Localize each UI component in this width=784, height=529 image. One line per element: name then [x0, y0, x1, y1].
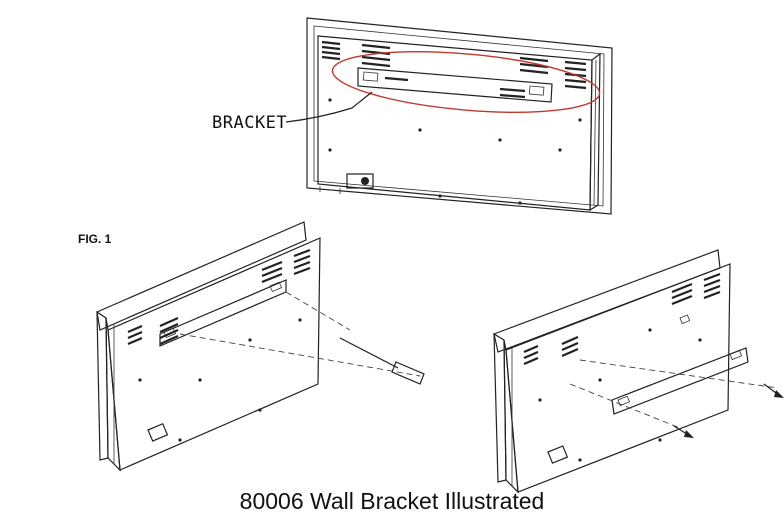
left-vents [127, 248, 311, 346]
screw-arrow-icon [774, 390, 784, 398]
bracket-highlight-ellipse [331, 51, 601, 113]
right-dashed-guide-lower [569, 383, 681, 429]
right-housing [505, 263, 731, 493]
screwdriver-shaft [339, 337, 399, 369]
top-outer-frame [306, 17, 613, 215]
top-vents [321, 40, 587, 90]
figure-label: FIG. 1 [78, 232, 112, 246]
left-fireplace-view [96, 221, 425, 472]
top-inner-frame [313, 25, 605, 207]
right-vents [523, 272, 721, 366]
bracket-leader-line [285, 91, 373, 123]
screw-arrow-icon [684, 430, 694, 438]
right-fireplace-view [493, 249, 784, 494]
right-top-edge [493, 249, 721, 353]
top-power-socket [346, 173, 374, 189]
top-side-panel [589, 52, 601, 212]
top-bracket [357, 67, 553, 103]
left-top-edge [96, 221, 307, 331]
right-dashed-guide-upper [579, 359, 779, 389]
left-power-socket [147, 422, 169, 442]
right-bracket [611, 347, 749, 415]
bracket-label: BRACKET [212, 113, 288, 133]
screwdriver-handle [391, 361, 425, 385]
top-fireplace-view [285, 17, 613, 215]
left-housing [107, 237, 321, 471]
diagram-caption: 80006 Wall Bracket Illustrated [239, 488, 545, 514]
left-bracket [159, 279, 287, 347]
right-power-socket [547, 445, 569, 464]
top-housing [317, 35, 593, 211]
left-dashed-guide [179, 333, 421, 377]
